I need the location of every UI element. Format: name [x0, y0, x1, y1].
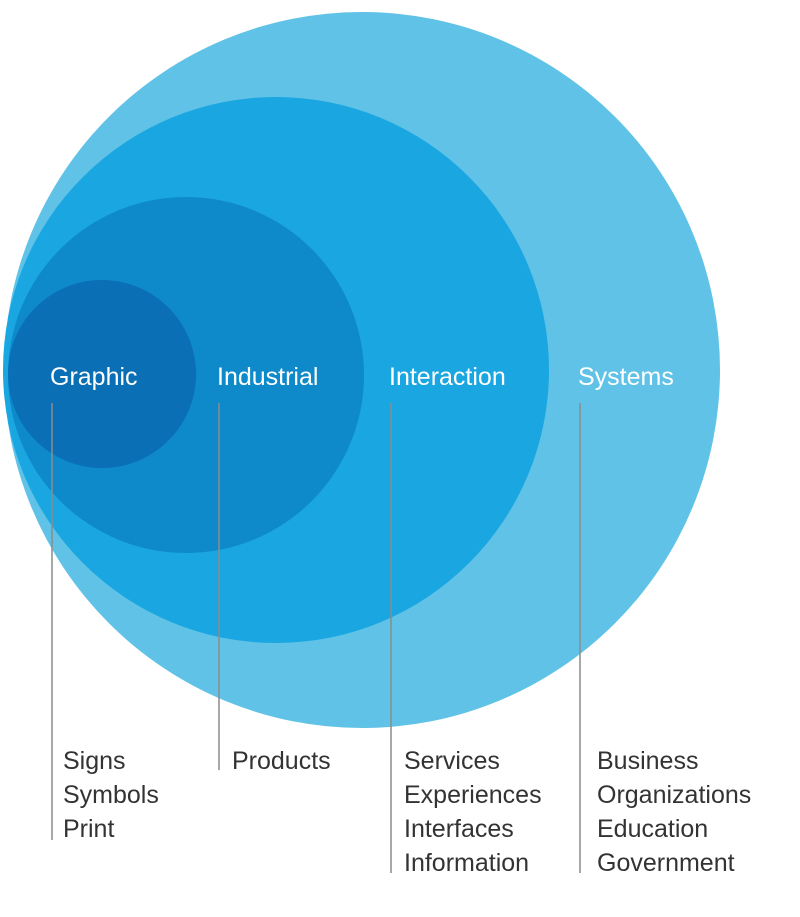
list-item: Signs: [63, 747, 126, 775]
list-item: Education: [597, 815, 709, 843]
graphic-label: Graphic: [50, 363, 138, 391]
list-item: Business: [597, 747, 699, 775]
industrial-item-list: Products: [232, 744, 331, 778]
list-item: Print: [63, 815, 115, 843]
interaction-label: Interaction: [389, 363, 506, 391]
list-item: Experiences: [404, 781, 542, 809]
list-item: Symbols: [63, 781, 159, 809]
list-item: Interfaces: [404, 815, 514, 843]
systems-item-list: Business Organizations Education Governm…: [597, 744, 751, 880]
interaction-item-list: Services Experiences Interfaces Informat…: [404, 744, 542, 880]
list-item: Products: [232, 747, 331, 775]
list-item: Services: [404, 747, 500, 775]
systems-label: Systems: [578, 363, 674, 391]
list-item: Government: [597, 849, 735, 877]
industrial-label: Industrial: [217, 363, 318, 391]
list-item: Information: [404, 849, 530, 877]
list-item: Organizations: [597, 781, 752, 809]
graphic-circle: [8, 280, 196, 468]
graphic-item-list: Signs Symbols Print: [63, 744, 159, 846]
